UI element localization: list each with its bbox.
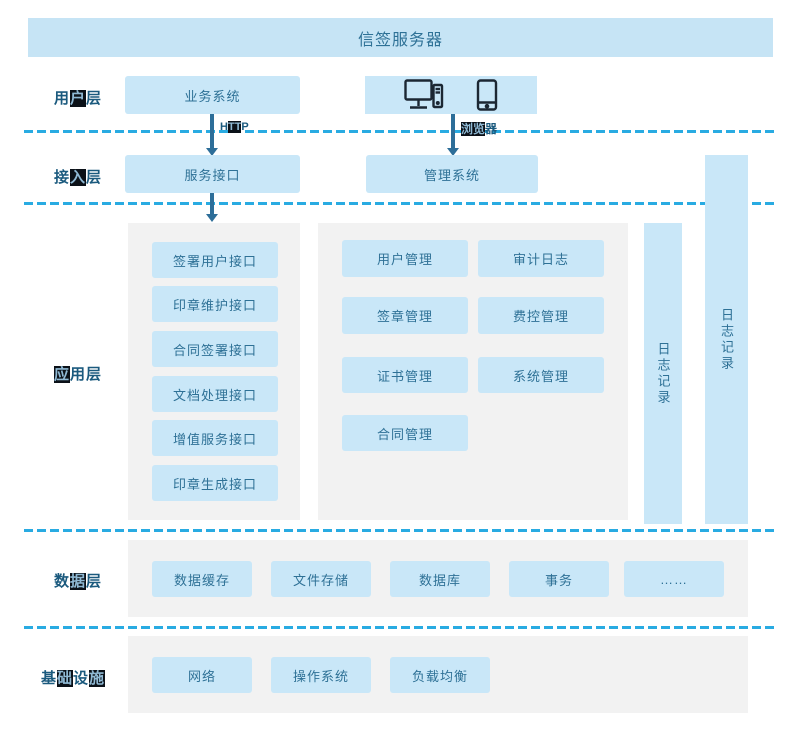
layer-label-access: 接入层	[53, 169, 103, 186]
desktop-computer-icon	[404, 79, 444, 111]
connector-service-to-app	[210, 193, 214, 214]
node-module: 合同管理	[342, 415, 468, 451]
node-data-item: 文件存储	[271, 561, 371, 597]
layer-separator-2	[24, 202, 776, 205]
node-interface: 增值服务接口	[152, 420, 278, 456]
connector-business-to-service	[210, 114, 214, 148]
node-business-system: 业务系统	[125, 76, 300, 114]
arrow-down-icon	[447, 148, 459, 156]
log-record-label: 日志记录	[719, 307, 734, 372]
layer-separator-4	[24, 626, 776, 629]
node-interface: 签署用户接口	[152, 242, 278, 278]
node-data-item: ……	[624, 561, 724, 597]
layer-label-infra: 基础设施	[40, 670, 106, 687]
log-record-bar-outer: 日志记录	[705, 155, 748, 524]
arrow-down-icon	[206, 148, 218, 156]
http-protocol-label: HTTP	[220, 121, 249, 133]
node-infra-item: 网络	[152, 657, 252, 693]
client-devices-box	[365, 76, 537, 114]
diagram-title: 信签服务器	[357, 31, 443, 49]
node-data-item: 数据库	[390, 561, 490, 597]
log-record-bar-inner: 日志记录	[644, 223, 682, 524]
node-module: 签章管理	[342, 297, 468, 334]
node-interface: 合同签署接口	[152, 331, 278, 367]
layer-label-user: 用户层	[53, 90, 103, 107]
node-management-system: 管理系统	[366, 155, 538, 193]
smartphone-icon	[476, 79, 498, 111]
node-data-item: 事务	[509, 561, 609, 597]
layer-label-app: 应用层	[53, 366, 103, 383]
node-module: 费控管理	[478, 297, 604, 334]
node-module: 系统管理	[478, 357, 604, 393]
node-module: 审计日志	[478, 240, 604, 277]
connector-devices-to-management	[451, 114, 455, 148]
log-record-label: 日志记录	[655, 341, 671, 406]
node-interface: 印章维护接口	[152, 286, 278, 322]
node-module: 用户管理	[342, 240, 468, 277]
node-service-interface: 服务接口	[125, 155, 300, 193]
node-infra-item: 负载均衡	[390, 657, 490, 693]
node-module: 证书管理	[342, 357, 468, 393]
diagram-title-bar: 信签服务器	[28, 18, 773, 57]
node-interface: 印章生成接口	[152, 465, 278, 501]
layer-label-data: 数据层	[53, 573, 103, 590]
layer-separator-1	[24, 130, 776, 133]
arrow-down-icon	[206, 214, 218, 222]
node-data-item: 数据缓存	[152, 561, 252, 597]
layer-separator-3	[24, 529, 776, 532]
node-interface: 文档处理接口	[152, 376, 278, 412]
node-infra-item: 操作系统	[271, 657, 371, 693]
browser-label: 浏览器	[461, 122, 498, 136]
